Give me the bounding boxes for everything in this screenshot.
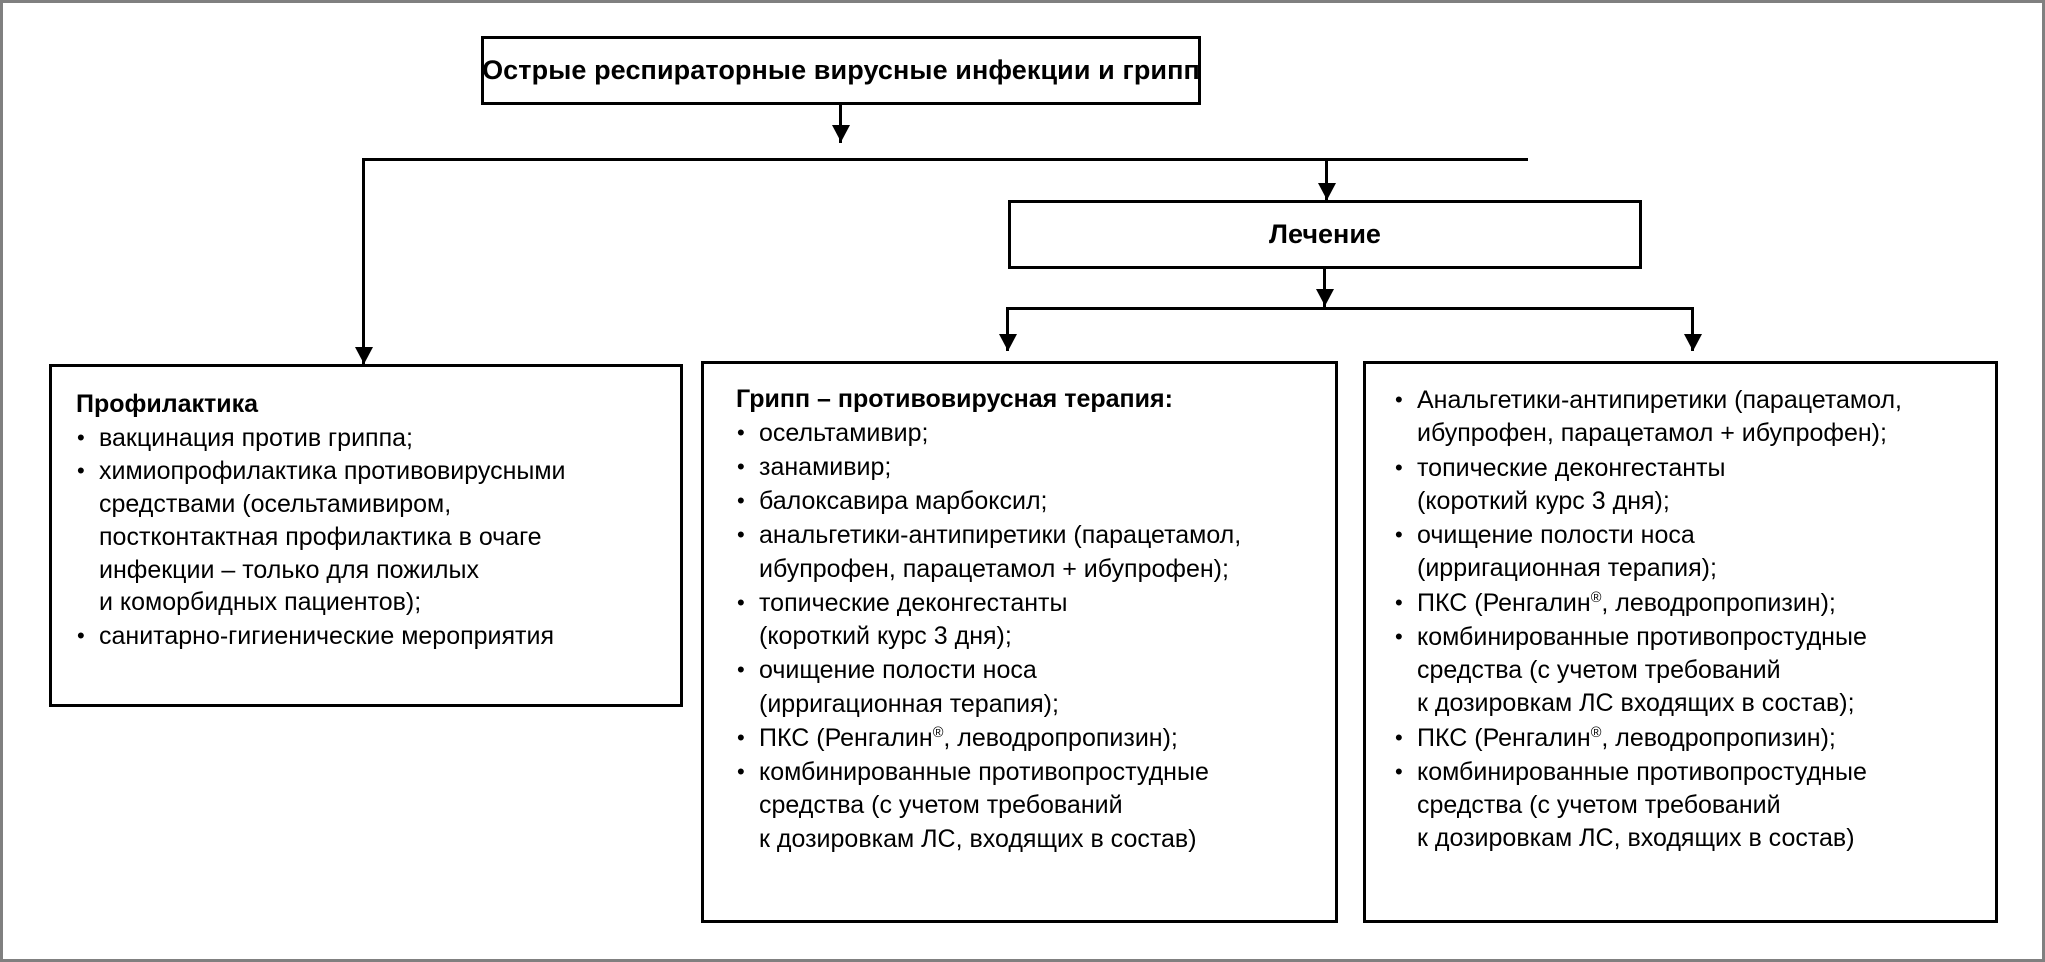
list-item: Анальгетики-антипиретики (парацетамол, и… [1390,384,1983,451]
node-treatment-label: Лечение [1269,219,1381,249]
connector-treatment-stem-arrowhead [1316,289,1334,306]
node-prevention-heading: Профилактика [76,390,259,418]
pks-prefix: ПКС (Ренгалин [759,723,933,752]
registered-mark-icon: ® [932,724,944,741]
node-influenza-heading: Грипп – противовирусная терапия: [736,385,1173,413]
connector-bus-to-symptomatic [1691,307,1694,351]
pks-prefix: ПКС (Ренгалин [1417,588,1591,617]
pks-suffix: , леводропропизин); [1601,588,1836,617]
connector-top-bus [362,158,1528,161]
list-item: вакцинация против гриппа; [72,422,662,455]
list-item: топические деконгестанты (короткий курс … [1390,452,1983,519]
symptomatic-list: Анальгетики-антипиретики (парацетамол, и… [1390,384,1983,856]
connector-flu-arrowhead [999,334,1017,351]
connector-bus-to-treatment [1325,158,1328,200]
connector-treatment-stem [1323,269,1326,307]
list-item: топические деконгестанты (короткий курс … [732,587,1321,654]
list-item: балоксавира марбоксил; [732,485,1321,518]
node-arvi-and-influenza: Острые респираторные вирусные инфекции и… [481,36,1201,105]
list-item: очищение полости носа (ирригационная тер… [732,654,1321,721]
list-item: анальгетики-антипиретики (парацетамол, и… [732,519,1321,586]
prevention-list: вакцинация против гриппа; химиопрофилакт… [72,422,662,653]
node-arvi-and-influenza-label: Острые респираторные вирусные инфекции и… [482,55,1200,85]
list-item: комбинированные противопростудные средст… [732,756,1321,856]
registered-mark-icon: ® [1590,589,1602,606]
connector-title-stem [839,105,842,143]
connector-bus-to-prevention [362,158,365,364]
node-treatment: Лечение [1008,200,1642,269]
list-item-pks: ПКС (Ренгалин®, леводропропизин); [1390,722,1983,755]
registered-mark-icon: ® [1590,724,1602,741]
list-item-pks: ПКС (Ренгалин®, леводропропизин); [1390,587,1983,620]
list-item-pks: ПКС (Ренгалин®, леводропропизин); [732,722,1321,755]
connector-lower-bus [1006,307,1694,310]
pks-suffix: , леводропропизин); [943,723,1178,752]
list-item: комбинированные противопростудные средст… [1390,756,1983,856]
node-prevention: Профилактика вакцинация против гриппа; х… [49,364,683,707]
connector-prevention-arrowhead [355,347,373,364]
list-item: химиопрофилактика противовирусными средс… [72,455,662,619]
list-item: занамивир; [732,451,1321,484]
connector-bus-to-flu [1006,307,1009,351]
connector-symptomatic-arrowhead [1684,334,1702,351]
node-influenza-antiviral-therapy: Грипп – противовирусная терапия: осельта… [701,361,1338,923]
list-item: санитарно-гигиенические мероприятия [72,620,662,653]
influenza-list: осельтамивир; занамивир; балоксавира мар… [732,417,1321,856]
pks-prefix: ПКС (Ренгалин [1417,723,1591,752]
list-item: очищение полости носа (ирригационная тер… [1390,519,1983,586]
node-symptomatic-therapy: Анальгетики-антипиретики (парацетамол, и… [1363,361,1998,923]
connector-title-arrowhead [832,125,850,142]
pks-suffix: , леводропропизин); [1601,723,1836,752]
list-item: комбинированные противопростудные средст… [1390,621,1983,721]
connector-treatment-arrowhead [1318,183,1336,200]
list-item: осельтамивир; [732,417,1321,450]
